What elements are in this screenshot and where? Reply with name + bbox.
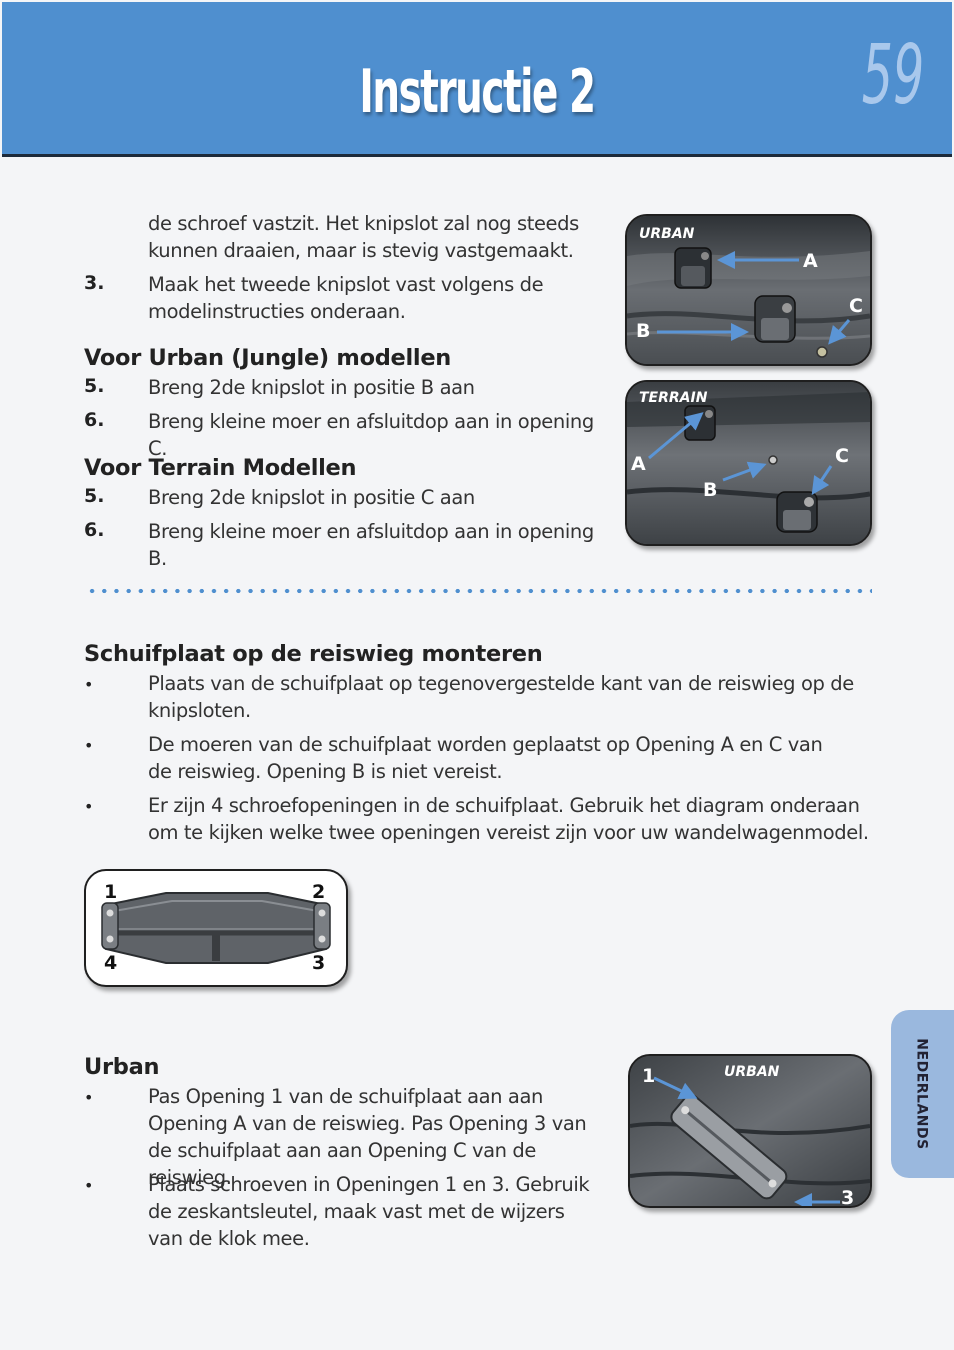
- terrain-label-b: B: [703, 479, 717, 501]
- language-tab: [891, 1010, 954, 1178]
- page-title: Instructie 2: [359, 57, 596, 127]
- bullet-icon: •: [84, 1176, 94, 1195]
- bullet-icon: •: [84, 1088, 94, 1107]
- plate-diagram: 1 2 4 3: [84, 869, 348, 987]
- terrain-photo: TERRAIN A B C: [625, 380, 872, 546]
- urban-plate-photo: URBAN 1 3: [628, 1054, 872, 1208]
- bullet-icon: •: [84, 736, 94, 755]
- terrain-label-a: A: [631, 453, 646, 475]
- terrain-models-heading: Voor Terrain Modellen: [84, 455, 357, 481]
- urban-label-a: A: [803, 250, 818, 272]
- urban-step-6-text: Breng kleine moer en afsluitdop aan in o…: [148, 410, 594, 460]
- schuifplaat-bullet-1: Plaats van de schuifplaat op tegenoverge…: [148, 672, 854, 722]
- urban-label-b: B: [636, 320, 650, 342]
- urban-plate-label-3: 3: [841, 1187, 854, 1206]
- urban-bullet-1: Pas Opening 1 van de schuifplaat aan aan…: [148, 1085, 587, 1189]
- urban-heading: Urban: [84, 1054, 160, 1080]
- intro-continuation: de schroef vastzit. Het knipslot zal nog…: [148, 212, 579, 262]
- terrain-photo-label: TERRAIN: [639, 390, 708, 406]
- urban-step-5-text: Breng 2de knipslot in positie B aan: [148, 376, 475, 399]
- schuifplaat-bullet-3: Er zijn 4 schroefopeningen in de schuifp…: [148, 794, 869, 844]
- dotted-separator: [86, 588, 872, 594]
- terrain-step-5-text: Breng 2de knipslot in positie C aan: [148, 486, 475, 509]
- schuifplaat-heading: Schuifplaat op de reiswieg monteren: [84, 641, 543, 667]
- diagram-label-2: 2: [312, 881, 325, 903]
- urban-photo: URBAN A B C: [625, 214, 872, 366]
- diagram-label-3: 3: [312, 952, 325, 974]
- page-header: Instructie 2 59: [2, 2, 952, 157]
- page-number: 59: [861, 28, 924, 123]
- urban-bullet-2: Plaats schroeven in Openingen 1 en 3. Ge…: [148, 1173, 590, 1250]
- diagram-label-4: 4: [104, 952, 117, 974]
- terrain-label-c: C: [835, 445, 849, 467]
- urban-label-c: C: [849, 295, 863, 317]
- bullet-icon: •: [84, 797, 94, 816]
- terrain-step-6-number: 6.: [84, 519, 105, 541]
- clip-lock-b: [754, 295, 796, 343]
- urban-plate-label-1: 1: [642, 1065, 655, 1087]
- clip-lock-a: [674, 247, 712, 289]
- terrain-step-5-number: 5.: [84, 485, 105, 507]
- language-tab-label-wrap: NEDERLANDS: [897, 1016, 947, 1172]
- step-3-number: 3.: [84, 272, 105, 294]
- schuifplaat-bullet-2: De moeren van de schuifplaat worden gepl…: [148, 733, 823, 783]
- slide-plate: [670, 1094, 788, 1200]
- terrain-step-6-text: Breng kleine moer en afsluitdop aan in o…: [148, 520, 594, 570]
- bullet-icon: •: [84, 675, 94, 694]
- urban-models-heading: Voor Urban (Jungle) modellen: [84, 345, 451, 371]
- urban-plate-photo-label: URBAN: [724, 1064, 780, 1080]
- step-3-text: Maak het tweede knipslot vast volgens de…: [148, 273, 544, 323]
- language-tab-label: NEDERLANDS: [914, 1038, 931, 1150]
- urban-step-5-number: 5.: [84, 375, 105, 397]
- diagram-label-1: 1: [104, 881, 117, 903]
- clip-lock-c: [776, 491, 818, 533]
- urban-photo-label: URBAN: [639, 226, 695, 242]
- urban-step-6-number: 6.: [84, 409, 105, 431]
